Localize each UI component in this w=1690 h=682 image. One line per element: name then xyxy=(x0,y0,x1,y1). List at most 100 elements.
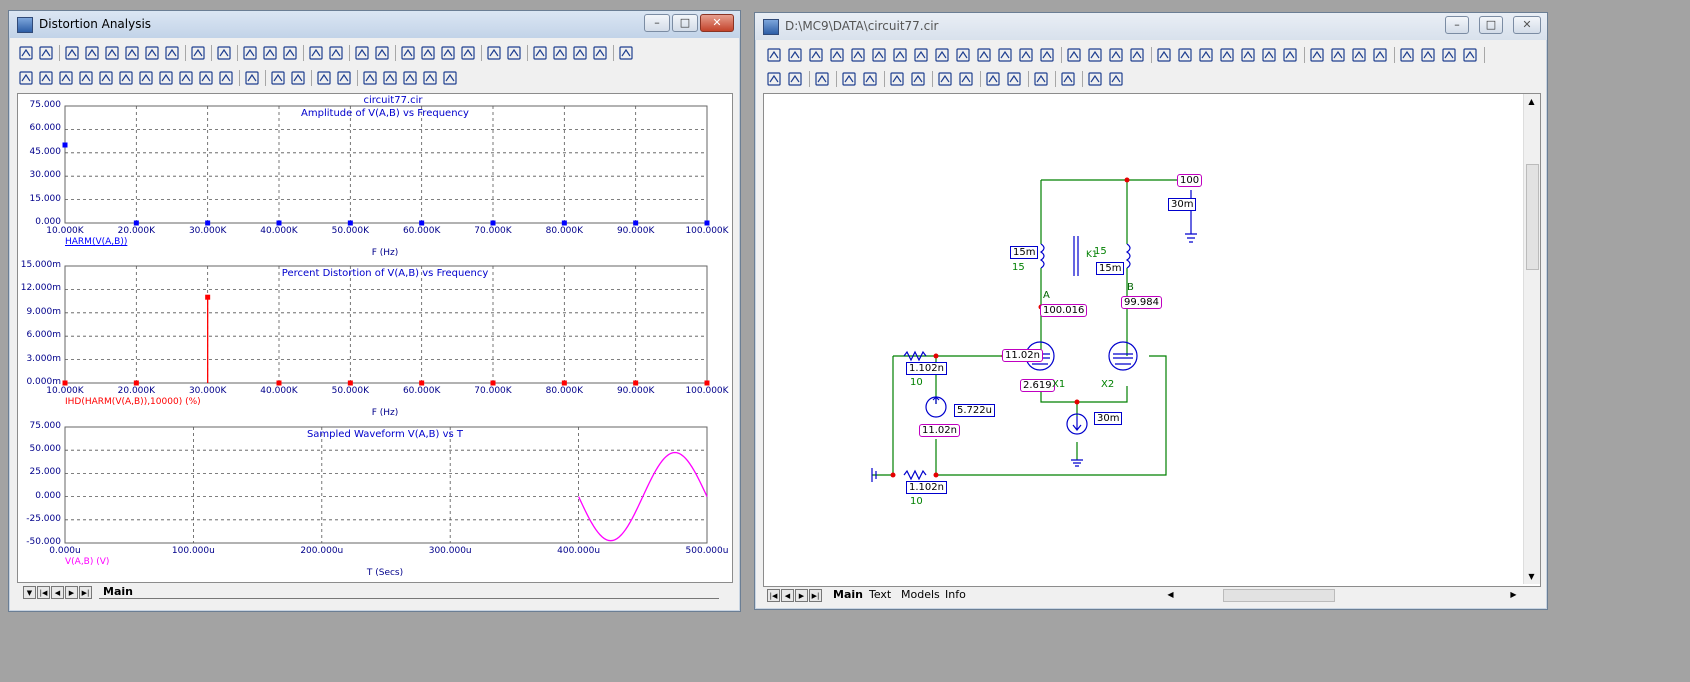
tile-a-icon[interactable] xyxy=(439,44,457,62)
dots-icon[interactable] xyxy=(1281,46,1299,64)
f1-icon[interactable] xyxy=(531,44,549,62)
tile-v-icon[interactable] xyxy=(419,44,437,62)
table-icon[interactable] xyxy=(269,69,287,87)
info-icon[interactable] xyxy=(870,46,888,64)
text-icon[interactable] xyxy=(189,44,207,62)
options-icon[interactable] xyxy=(1086,70,1104,88)
edit-icon[interactable] xyxy=(617,44,635,62)
add-icon[interactable] xyxy=(936,70,954,88)
cross-icon[interactable] xyxy=(1260,46,1278,64)
tab-nav-next[interactable]: ▶ xyxy=(795,589,808,602)
tab-nav-begin[interactable]: |◀ xyxy=(37,586,50,599)
vertical-scrollbar[interactable]: ▲ ▼ xyxy=(1523,94,1540,584)
find-icon[interactable] xyxy=(765,70,783,88)
maximize-button[interactable]: □ xyxy=(672,14,698,32)
tab-nav-end[interactable]: ▶| xyxy=(809,589,822,602)
min-icon[interactable] xyxy=(197,69,215,87)
f2-icon[interactable] xyxy=(551,44,569,62)
tab-main[interactable]: Main xyxy=(103,585,133,598)
zoom-in-icon[interactable] xyxy=(361,69,379,87)
arrow-icon[interactable] xyxy=(327,44,345,62)
binoculars-icon[interactable] xyxy=(786,70,804,88)
right-cursor-icon[interactable] xyxy=(37,69,55,87)
palette-icon[interactable] xyxy=(933,46,951,64)
copy-icon[interactable] xyxy=(888,70,906,88)
tab-nav-begin[interactable]: |◀ xyxy=(767,589,780,602)
cursor-icon[interactable] xyxy=(63,44,81,62)
line-icon[interactable] xyxy=(849,46,867,64)
font-icon[interactable] xyxy=(441,69,459,87)
flag-icon[interactable] xyxy=(954,46,972,64)
tab-info[interactable]: Info xyxy=(945,588,966,601)
attach-icon[interactable] xyxy=(1350,46,1368,64)
slope-icon[interactable] xyxy=(137,69,155,87)
peak-search-icon[interactable] xyxy=(57,69,75,87)
scroll-thumb[interactable] xyxy=(1526,164,1539,270)
lines-icon[interactable] xyxy=(1239,46,1257,64)
text-tool-icon[interactable] xyxy=(807,46,825,64)
tab-nav-first[interactable]: ▼ xyxy=(23,586,36,599)
question-icon[interactable] xyxy=(996,46,1014,64)
zoom-in-icon[interactable] xyxy=(984,70,1002,88)
record-icon[interactable] xyxy=(1038,46,1056,64)
arrows-icon[interactable] xyxy=(1176,46,1194,64)
on-off-icon[interactable] xyxy=(1218,46,1236,64)
remove-icon[interactable] xyxy=(957,70,975,88)
zoom-out-icon[interactable] xyxy=(381,69,399,87)
scroll-up-icon[interactable]: ▲ xyxy=(1528,97,1535,106)
inflect-icon[interactable] xyxy=(163,44,181,62)
graphic-icon[interactable] xyxy=(1107,46,1125,64)
tab-nav-prev[interactable]: ◀ xyxy=(51,586,64,599)
step-icon[interactable] xyxy=(1398,46,1416,64)
wire-diag-icon[interactable] xyxy=(828,46,846,64)
scroll-left-icon[interactable]: ◀ xyxy=(1167,590,1174,599)
title-bar[interactable]: Distortion Analysis – □ ✕ xyxy=(9,11,740,38)
run-icon[interactable] xyxy=(241,44,259,62)
max-icon[interactable] xyxy=(217,69,235,87)
maximize-button[interactable]: □ xyxy=(1479,16,1503,34)
tile-b-icon[interactable] xyxy=(459,44,477,62)
pin-icon[interactable] xyxy=(1155,46,1173,64)
high-search-icon[interactable] xyxy=(97,69,115,87)
i-beam-icon[interactable] xyxy=(975,46,993,64)
tile-h-icon[interactable] xyxy=(399,44,417,62)
tab-models[interactable]: Models xyxy=(901,588,940,601)
paste-icon[interactable] xyxy=(1059,70,1077,88)
scale-icon[interactable] xyxy=(37,44,55,62)
properties-icon[interactable] xyxy=(1371,46,1389,64)
wire-icon[interactable] xyxy=(786,46,804,64)
falling-icon[interactable] xyxy=(177,69,195,87)
flip-icon[interactable] xyxy=(1461,46,1479,64)
grid-icon[interactable] xyxy=(373,44,391,62)
hscroll-thumb[interactable] xyxy=(1223,589,1335,602)
line-icon[interactable] xyxy=(307,44,325,62)
tag-horz-icon[interactable] xyxy=(335,69,353,87)
close-button[interactable]: ✕ xyxy=(700,14,734,32)
valley-search-icon[interactable] xyxy=(77,69,95,87)
close-button[interactable]: ✕ xyxy=(1513,16,1541,34)
schematic-canvas[interactable]: 100 30m 15m 15 15m 15 K1 A B 100.016 99.… xyxy=(763,93,1541,587)
font-icon[interactable] xyxy=(1107,70,1125,88)
component-icon[interactable] xyxy=(813,70,831,88)
probe-icon[interactable] xyxy=(891,46,909,64)
properties-icon[interactable] xyxy=(215,44,233,62)
valley-icon[interactable] xyxy=(103,44,121,62)
r-name-icon[interactable] xyxy=(1086,46,1104,64)
stop-icon[interactable] xyxy=(840,70,858,88)
stop-icon[interactable] xyxy=(261,44,279,62)
mirror-icon[interactable] xyxy=(1419,46,1437,64)
tab-nav-prev[interactable]: ◀ xyxy=(781,589,794,602)
tab-text[interactable]: Text xyxy=(869,588,892,601)
low-icon[interactable] xyxy=(143,44,161,62)
peak-icon[interactable] xyxy=(83,44,101,62)
globe-icon[interactable] xyxy=(1017,46,1035,64)
box-icon[interactable] xyxy=(353,44,371,62)
f3-icon[interactable] xyxy=(571,44,589,62)
minimize-button[interactable]: – xyxy=(1445,16,1469,34)
tab-main[interactable]: Main xyxy=(833,588,863,601)
f4-icon[interactable] xyxy=(591,44,609,62)
rotate-icon[interactable] xyxy=(1440,46,1458,64)
text-mode-icon[interactable] xyxy=(1065,46,1083,64)
high-icon[interactable] xyxy=(123,44,141,62)
zoom-fit-icon[interactable] xyxy=(401,69,419,87)
